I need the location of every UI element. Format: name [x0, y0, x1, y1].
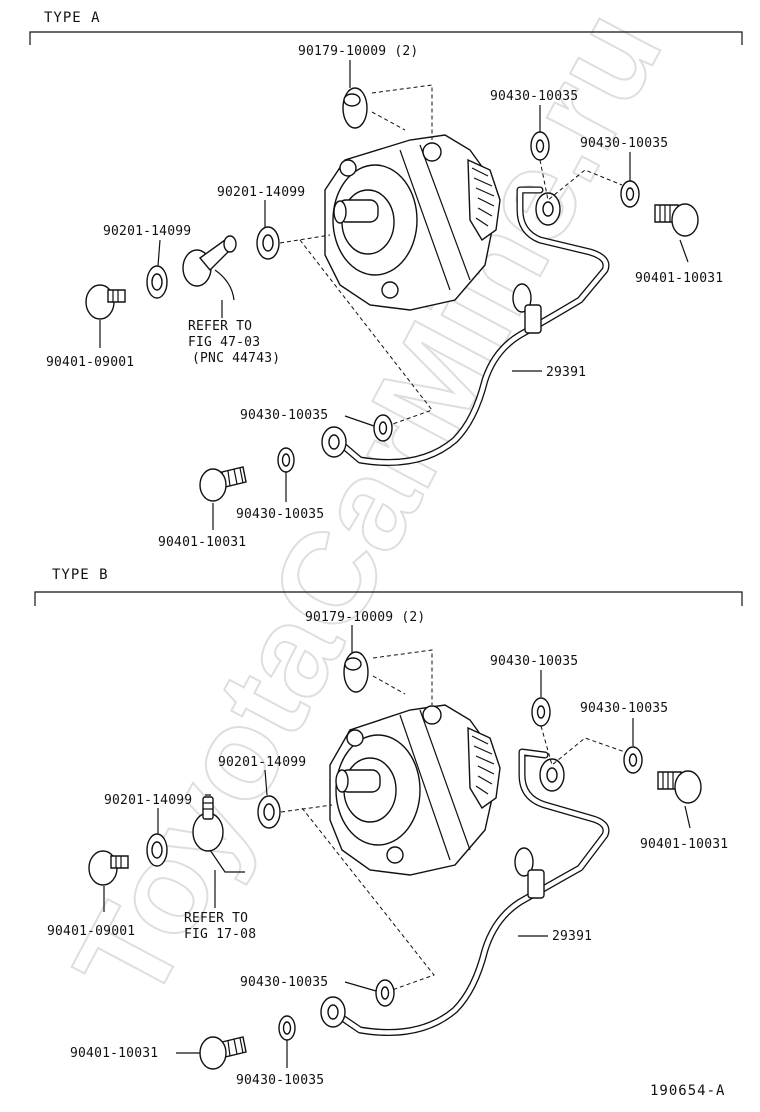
vacuum-pump [329, 704, 501, 876]
label-oring-left: 90201-14099 [103, 224, 191, 239]
sensor-fitting [192, 794, 245, 873]
union-bolt-low [199, 466, 247, 502]
label-pipe: 29391 [552, 929, 592, 944]
label-washer-pipe-top: 90430-10035 [490, 89, 578, 104]
union-bolt-low [199, 1036, 247, 1070]
nut-top [343, 651, 369, 693]
washer-mid [373, 414, 393, 442]
section-type-b: TYPE B [34, 567, 743, 1088]
label-union-bolt-right: 90401-10031 [640, 837, 728, 852]
washer-right [620, 180, 640, 208]
label-oring-left: 90201-14099 [104, 793, 192, 808]
label-washer-mid: 90430-10035 [240, 975, 328, 990]
label-washer-pipe-top: 90430-10035 [490, 654, 578, 669]
label-union-bolt-low: 90401-10031 [158, 535, 246, 550]
washer-mid [375, 979, 395, 1007]
label-oring-pump: 90201-14099 [217, 185, 305, 200]
label-oring-pump: 90201-14099 [218, 755, 306, 770]
label-refer-1: REFER TO [184, 911, 248, 926]
section-bracket [29, 31, 743, 45]
label-bolt-top: 90179-10009 (2) [298, 44, 418, 59]
oil-pipe [321, 186, 610, 466]
label-washer-low: 90430-10035 [236, 507, 324, 522]
label-union-bolt-right: 90401-10031 [635, 271, 723, 286]
oil-pipe [320, 748, 610, 1036]
washer-pipe-top [530, 131, 550, 161]
union-bolt-right [657, 770, 702, 804]
figure-number: 190654-A [650, 1083, 725, 1099]
washer-pipe-top [531, 697, 551, 727]
washer-low [278, 1015, 296, 1041]
oring-pump [257, 795, 281, 829]
section-title: TYPE B [52, 567, 109, 583]
oring-left [146, 833, 168, 867]
section-type-a: TYPE A [29, 10, 743, 550]
section-bracket [34, 591, 743, 606]
label-refer-1: REFER TO [188, 319, 252, 334]
nut-top [342, 87, 368, 129]
label-pipe: 29391 [546, 365, 586, 380]
label-refer-2: FIG 17-08 [184, 927, 256, 942]
hose-fitting [182, 235, 237, 301]
label-washer-low: 90430-10035 [236, 1073, 324, 1088]
plug [88, 850, 129, 886]
label-washer-mid: 90430-10035 [240, 408, 328, 423]
section-title: TYPE A [44, 10, 101, 26]
label-washer-right: 90430-10035 [580, 136, 668, 151]
label-bolt-top: 90179-10009 (2) [305, 610, 425, 625]
label-plug: 90401-09001 [47, 924, 135, 939]
label-washer-right: 90430-10035 [580, 701, 668, 716]
label-plug: 90401-09001 [46, 355, 134, 370]
oring-pump [256, 226, 280, 260]
vacuum-pump [324, 134, 501, 311]
label-refer-3: (PNC 44743) [192, 351, 280, 366]
oring-left [146, 265, 168, 299]
plug [85, 284, 126, 320]
washer-right [623, 746, 643, 774]
label-refer-2: FIG 47-03 [188, 335, 260, 350]
label-union-bolt-low: 90401-10031 [70, 1046, 158, 1061]
union-bolt-right [654, 203, 699, 237]
washer-low [277, 447, 295, 473]
